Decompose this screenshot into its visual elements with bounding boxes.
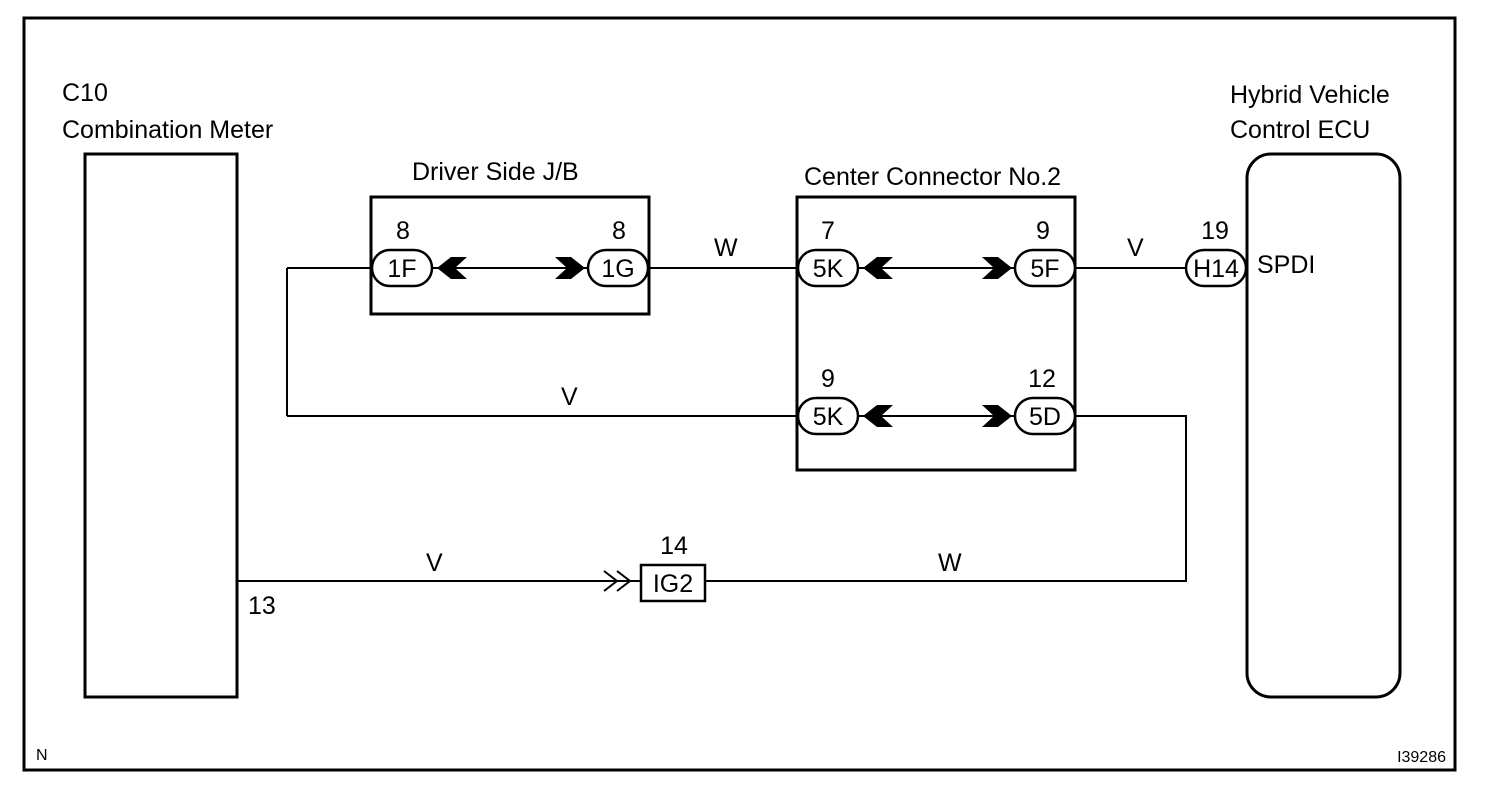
connector-5k-bottom: 5K 9 [796, 365, 860, 436]
figure-id-label: I39286 [1397, 749, 1446, 766]
ig2-chevron-inner [616, 570, 632, 592]
meter-ref-label: C10 [62, 79, 108, 107]
wire-cc-to-ig2 [705, 415, 1187, 582]
connector-1g-body [586, 248, 650, 288]
wire-color-ig2-cc: W [938, 549, 962, 577]
connector-5d-pin: 12 [1028, 365, 1056, 393]
connector-5f: 5F 9 [1013, 217, 1077, 288]
connector-h14-pin: 19 [1201, 217, 1229, 245]
connector-5f-name: 5F [1030, 255, 1059, 283]
connector-1f: 1F 8 [370, 217, 434, 288]
driver-side-jb-box [369, 195, 651, 316]
connector-5k-top-name: 5K [813, 255, 844, 283]
wire-color-loop: V [561, 383, 578, 411]
connector-5f-pin: 9 [1036, 217, 1050, 245]
connector-5k-bottom-pin: 9 [821, 365, 835, 393]
connector-5k-top: 5K 7 [796, 217, 860, 288]
ecu-name-line2: Control ECU [1230, 116, 1370, 144]
jb-left-arrow [437, 257, 467, 279]
jb-right-arrow [555, 257, 585, 279]
cc-name-label: Center Connector No.2 [804, 163, 1061, 191]
ig2-connector: IG2 14 [639, 532, 707, 603]
connector-5k-top-pin: 7 [821, 217, 835, 245]
connector-5k-bottom-body [796, 396, 860, 436]
connector-5f-body [1013, 248, 1077, 288]
diagram-frame [22, 16, 1457, 772]
ecu-name-line1: Hybrid Vehicle [1230, 81, 1390, 109]
connector-h14-body [1184, 248, 1248, 288]
connector-5d-name: 5D [1029, 403, 1061, 431]
cc-bottom-left-arrow [863, 405, 893, 427]
cc-bottom-right-arrow [982, 405, 1012, 427]
meter-pin-label: 13 [248, 592, 276, 620]
combination-meter-box [83, 152, 239, 699]
connector-5k-bottom-name: 5K [813, 403, 844, 431]
wire-color-cc-ecu: V [1127, 234, 1144, 262]
wire-color-meter-ig2: V [426, 549, 443, 577]
connector-h14-name: H14 [1193, 255, 1239, 283]
corner-left-mark: N [36, 747, 48, 764]
connector-1g: 1G 8 [586, 217, 650, 288]
wire-color-jb-cc: W [714, 234, 738, 262]
connector-5k-top-body [796, 248, 860, 288]
ecu-terminal-label: SPDI [1257, 251, 1315, 279]
center-connector-box [795, 195, 1077, 472]
ig2-connector-pin: 14 [660, 532, 688, 560]
connector-1f-body [370, 248, 434, 288]
connector-h14: H14 19 [1184, 217, 1248, 288]
connector-1g-pin: 8 [612, 217, 626, 245]
ig2-connector-name: IG2 [653, 570, 693, 598]
cc-top-right-arrow [982, 257, 1012, 279]
ig2-chevron-outer [603, 570, 619, 592]
connector-5d: 5D 12 [1013, 365, 1077, 436]
connector-1f-name: 1F [387, 255, 416, 283]
hybrid-ecu-box [1245, 152, 1402, 699]
connector-1f-pin: 8 [396, 217, 410, 245]
connector-5d-body [1013, 396, 1077, 436]
cc-top-left-arrow [863, 257, 893, 279]
ig2-connector-body [639, 563, 707, 603]
meter-name-label: Combination Meter [62, 116, 273, 144]
jb-name-label: Driver Side J/B [412, 158, 579, 186]
connector-1g-name: 1G [601, 255, 634, 283]
